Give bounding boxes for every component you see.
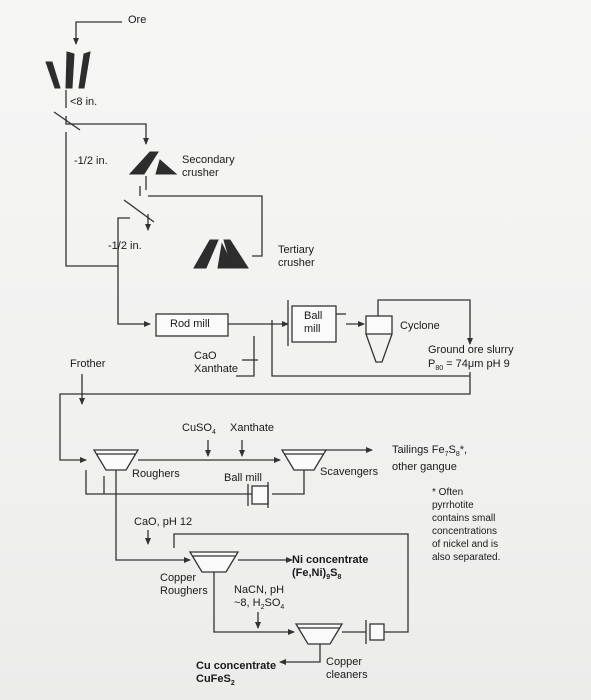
label-ni-concentrate: Ni concentrate(Fe,Ni)9S8 bbox=[292, 554, 369, 582]
label-roughers: Roughers bbox=[132, 468, 180, 480]
primary-crusher-icon bbox=[45, 51, 91, 89]
rougher-cell-icon bbox=[92, 449, 140, 471]
label-scavengers: Scavengers bbox=[320, 466, 379, 478]
rod-mill-box bbox=[155, 313, 229, 337]
copper-rougher-cell-icon bbox=[188, 551, 240, 573]
copper-cleaner-mill-box bbox=[369, 623, 385, 641]
label-rod-mill: Rod mill bbox=[170, 318, 210, 330]
label-ball-mill-mid: Ball mill bbox=[224, 472, 262, 484]
label-screen-1-size: -1/2 in. bbox=[74, 155, 108, 167]
label-tailings: Tailings Fe7S8*,other gangue bbox=[392, 444, 468, 474]
secondary-crusher-icon bbox=[128, 151, 178, 175]
label-xanthate: Xanthate bbox=[230, 422, 275, 434]
label-ground-ore-slurry: Ground ore slurry bbox=[428, 344, 514, 356]
tertiary-crusher-icon bbox=[193, 239, 249, 269]
label-cao-ph12: CaO, pH 12 bbox=[134, 516, 193, 528]
ore-feed-line bbox=[73, 21, 122, 45]
screen-2 bbox=[123, 199, 155, 223]
ball-mill-top-box bbox=[291, 305, 337, 343]
label-screen-2-size: -1/2 in. bbox=[108, 240, 142, 252]
label-nacn: NaCN, pH~8, H2SO4 bbox=[234, 584, 285, 612]
label-p80: P80 = 74μm pH 9 bbox=[428, 358, 510, 373]
cyclone-icon bbox=[365, 315, 393, 363]
label-ore: Ore bbox=[128, 14, 147, 26]
label-cyclone: Cyclone bbox=[400, 320, 440, 332]
label-cuso4: CuSO4 bbox=[182, 422, 216, 437]
scavenger-cell-icon bbox=[280, 449, 328, 471]
screen-1 bbox=[53, 111, 81, 131]
label-feed-size: <8 in. bbox=[70, 96, 98, 108]
label-frother: Frother bbox=[70, 358, 106, 370]
ball-mill-mid-box bbox=[251, 485, 269, 505]
copper-cleaner-cell-icon bbox=[294, 623, 344, 645]
